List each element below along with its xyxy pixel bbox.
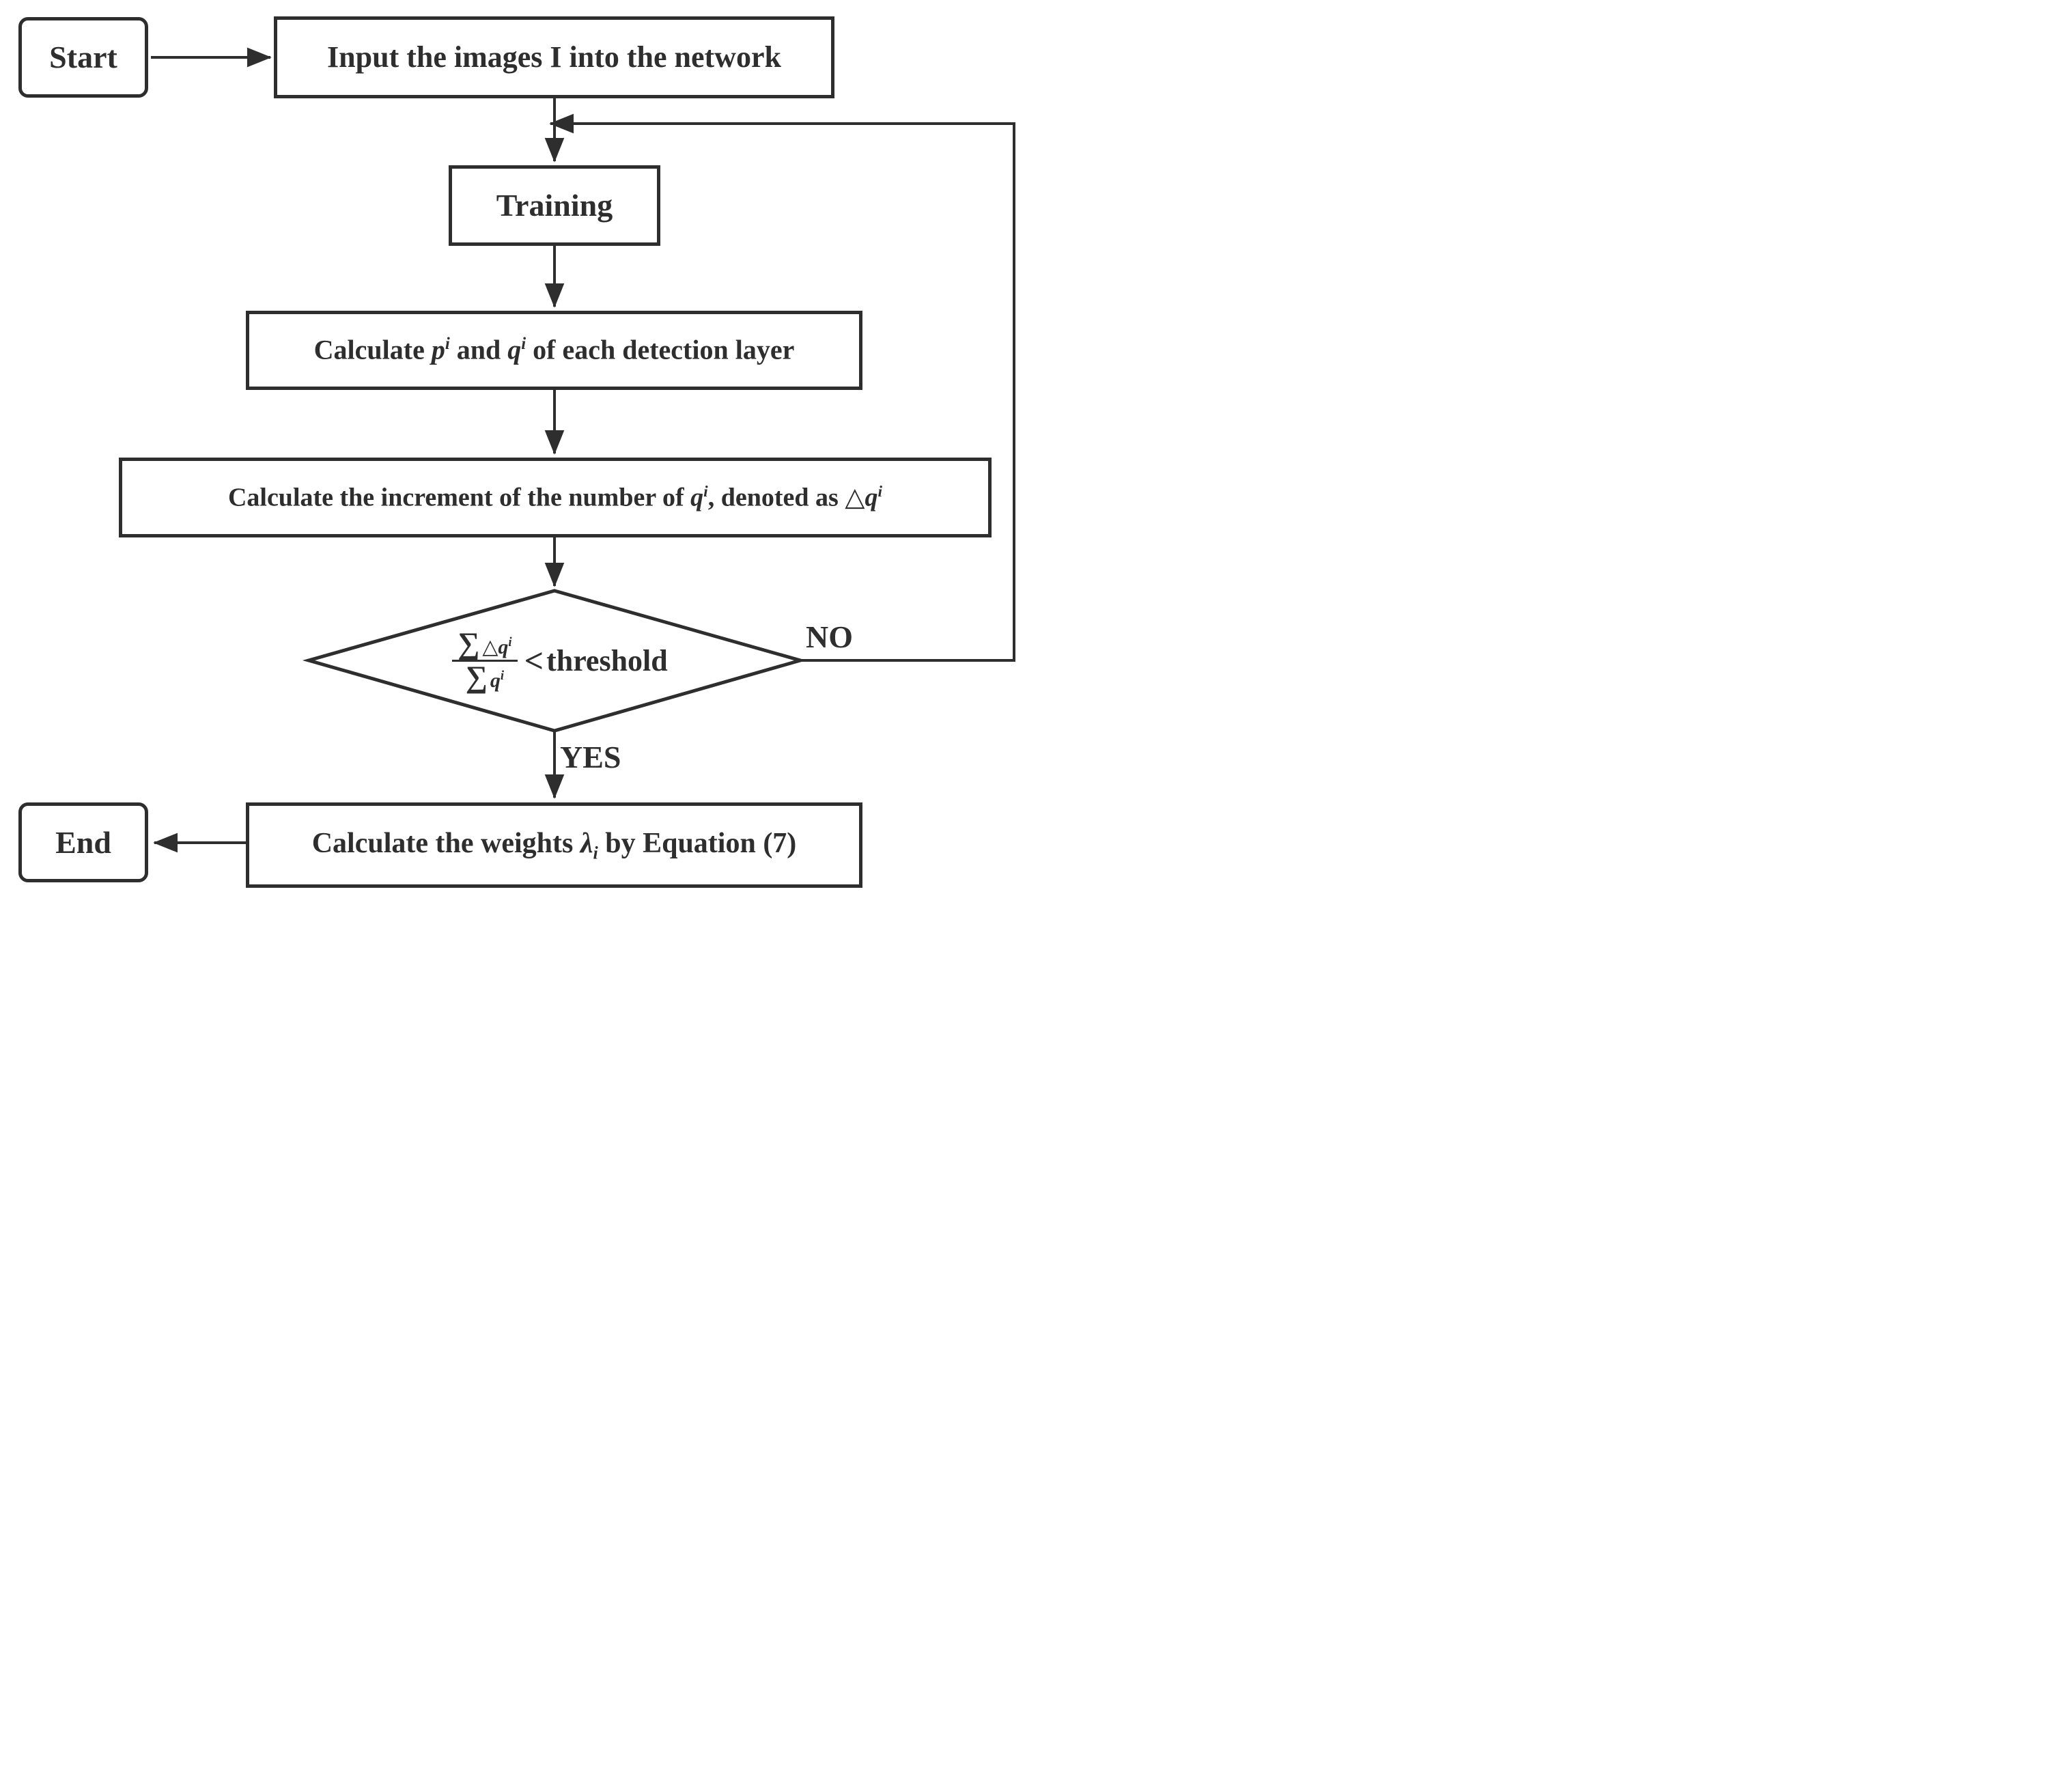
node-calculate-weights: Calculate the weights λi by Equation (7) (246, 802, 862, 888)
flowchart-figure: Start Input the images I into the networ… (0, 0, 1032, 896)
node-end-label: End (55, 824, 111, 860)
no-edge-label: NO (806, 619, 853, 654)
edge-decision-no-loop-arrow (549, 113, 1015, 662)
yes-edge-label: YES (560, 740, 621, 774)
threshold-label: threshold (546, 643, 668, 677)
decision-fraction: ∑△qi ∑qi (452, 628, 518, 694)
node-end: End (18, 802, 148, 882)
node-calculate-pq-label: Calculate pi and qi of each detection la… (313, 334, 795, 365)
node-training-label: Training (496, 188, 613, 223)
decision-condition: ∑△qi ∑qi < threshold (369, 604, 751, 716)
decision-fraction-denominator: ∑qi (465, 659, 505, 694)
sum-symbol: ∑ (458, 626, 480, 660)
node-calculate-increment-label: Calculate the increment of the number of… (227, 482, 883, 512)
node-calculate-increment: Calculate the increment of the number of… (119, 458, 992, 537)
triangle-delta-symbol: △ (845, 483, 865, 512)
triangle-delta-symbol: △ (482, 636, 498, 658)
sum-symbol: ∑ (465, 659, 488, 694)
decision-fraction-numerator: ∑△qi (452, 628, 518, 662)
less-than-operator: < (524, 641, 544, 680)
node-input-images-label: Input the images I into the network (327, 40, 781, 74)
node-start: Start (18, 17, 148, 98)
node-start-label: Start (49, 40, 117, 75)
node-training: Training (449, 165, 660, 246)
node-calculate-weights-label: Calculate the weights λi by Equation (7) (311, 827, 797, 863)
node-calculate-pq: Calculate pi and qi of each detection la… (246, 311, 862, 390)
flowchart-connectors (151, 47, 1015, 853)
decision-diamond-shape (302, 589, 807, 733)
node-input-images: Input the images I into the network (274, 16, 834, 98)
